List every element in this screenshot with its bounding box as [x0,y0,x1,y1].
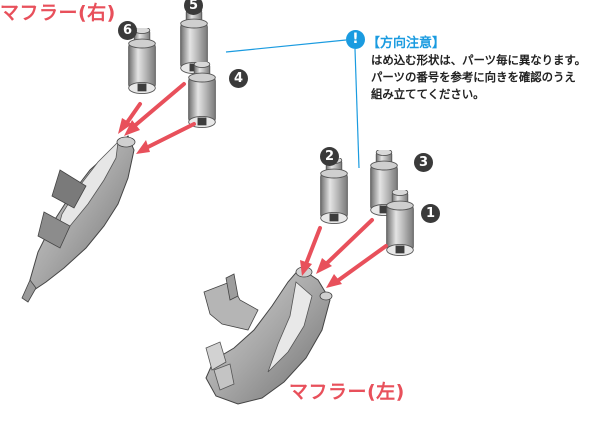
caution-body: はめ込む形状は、パーツ毎に異なります。 パーツの番号を参考に向きを確認のうえ 組… [371,52,586,103]
part-number-2: 2 [320,147,339,166]
right-muffler-title: マフラー(右) [0,2,116,24]
caution-leader-lines [225,39,360,169]
caution-exclamation-icon: ! [346,30,365,49]
left-muffler-title: マフラー(左) [289,381,405,403]
part-number-5: 5 [184,0,203,15]
part-number-3: 3 [414,153,433,172]
part-number-6: 6 [118,21,137,40]
caution-line: はめ込む形状は、パーツ毎に異なります。 [371,53,587,67]
part-number-1: 1 [421,204,440,223]
left-muffler-body [203,266,333,405]
caution-line: 組み立ててください。 [371,87,485,101]
part-2-cylinder [320,158,348,225]
assembly-arrows [118,82,388,288]
right-muffler-body [21,135,136,303]
part-number-4: 4 [229,69,248,88]
caution-line: パーツの番号を参考に向きを確認のうえ [371,70,576,84]
caution-title: 【方向注意】 [367,36,446,51]
